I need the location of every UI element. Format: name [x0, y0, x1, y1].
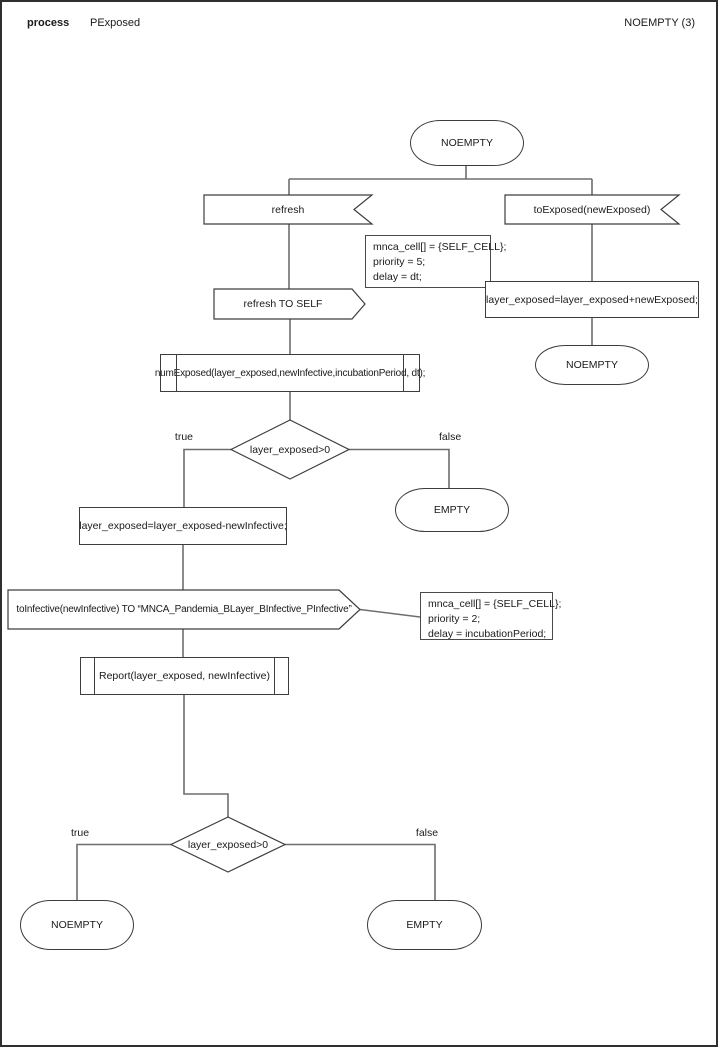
call-numexposed-label: numExposed(layer_exposed,newInfective,in… [154, 367, 426, 379]
decision-2-label: layer_exposed>0 [187, 838, 269, 851]
decision-1-label: layer_exposed>0 [249, 443, 331, 456]
connector [359, 608, 421, 618]
receive-shape-refresh[interactable] [203, 194, 374, 225]
inner-bar [176, 355, 177, 391]
note-line: delay = incubationPeriod; [428, 628, 547, 640]
call-numexposed-box[interactable]: numExposed(layer_exposed,newInfective,in… [155, 354, 425, 392]
decision-diamond-2[interactable] [169, 816, 287, 873]
connector [349, 448, 450, 488]
decision-1-false-label: false [439, 431, 462, 443]
send-shape-refresh-to-self[interactable] [213, 288, 366, 320]
receive-toexposed-label: toExposed(newExposed) [533, 203, 651, 216]
note-line: mnca_cell[] = {SELF_CELL}; [428, 598, 562, 610]
state-empty-mid[interactable]: EMPTY [395, 488, 509, 532]
note-line: delay = dt; [373, 271, 422, 283]
connector [76, 843, 171, 900]
state-noempty-bottom[interactable]: NOEMPTY [20, 900, 134, 950]
send-toinfective-label: toInfective(newInfective) TO “MNCA_Pande… [16, 604, 352, 615]
state-noempty-right[interactable]: NOEMPTY [535, 345, 649, 385]
receive-shape-toexposed[interactable] [504, 194, 681, 225]
call-report-box[interactable]: Report(layer_exposed, newInfective) [80, 657, 289, 695]
send-refresh-to-self-label: refresh TO SELF [243, 298, 323, 310]
inner-bar [94, 658, 95, 694]
state-empty-bottom[interactable]: EMPTY [367, 900, 482, 950]
decision-diamond-1[interactable] [229, 419, 351, 480]
note-line: priority = 2; [428, 613, 481, 625]
note-line: priority = 5; [373, 256, 426, 268]
connector [183, 448, 231, 507]
decision-1-true-label: true [174, 431, 193, 443]
note-refresh-params[interactable]: mnca_cell[] = {SELF_CELL}; priority = 5;… [365, 235, 507, 288]
connector [285, 843, 436, 900]
send-shape-toinfective[interactable] [7, 589, 361, 630]
assign-add-box[interactable]: layer_exposed=layer_exposed+newExposed; [485, 281, 699, 318]
decision-2-false-label: false [415, 827, 439, 839]
call-report-label: Report(layer_exposed, newInfective) [98, 670, 270, 682]
connector [183, 695, 229, 817]
inner-bar [403, 355, 404, 391]
header-status: NOEMPTY (3) [624, 17, 695, 29]
receive-refresh-label: refresh [271, 203, 305, 216]
note-toinfective-params[interactable]: mnca_cell[] = {SELF_CELL}; priority = 2;… [420, 592, 562, 640]
note-line: mnca_cell[] = {SELF_CELL}; [373, 241, 507, 253]
header-kind-label: process [27, 17, 70, 29]
state-start-noempty[interactable]: NOEMPTY [410, 120, 524, 166]
connector-layer [76, 165, 593, 900]
decision-2-true-label: true [70, 827, 90, 839]
header-process-name: PExposed [90, 17, 141, 29]
inner-bar [274, 658, 275, 694]
assign-sub-box[interactable]: layer_exposed=layer_exposed-newInfective… [79, 507, 287, 545]
